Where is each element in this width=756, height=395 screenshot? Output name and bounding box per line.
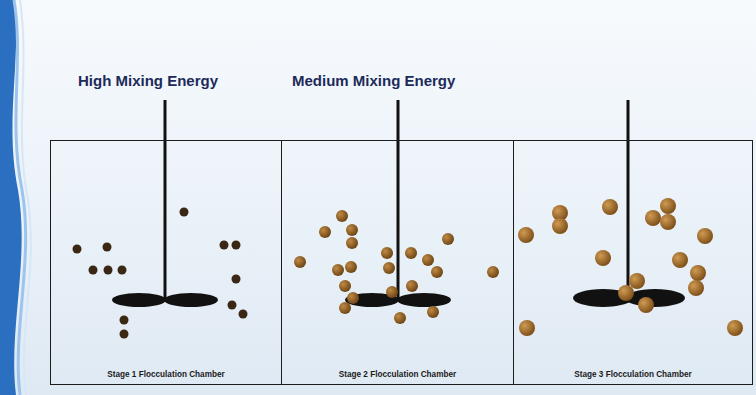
particles-large (518, 198, 743, 336)
flocculation-chamber: Stage 2 Flocculation Chamber (281, 140, 514, 385)
slide-wave (0, 0, 31, 395)
chamber-label: Stage 2 Flocculation Chamber (282, 370, 513, 379)
mixing-energy-heading: Medium Mixing Energy (292, 72, 455, 89)
particles-small (73, 208, 248, 339)
flocculation-chamber: Stage 1 Flocculation Chamber (50, 140, 282, 385)
flocculation-chamber: Stage 3 Flocculation Chamber (513, 140, 753, 385)
mixing-energy-heading: High Mixing Energy (78, 72, 218, 89)
chamber-label: Stage 3 Flocculation Chamber (514, 370, 752, 379)
particles-medium (294, 210, 499, 324)
chamber-label: Stage 1 Flocculation Chamber (51, 370, 281, 379)
mixer (112, 100, 685, 307)
